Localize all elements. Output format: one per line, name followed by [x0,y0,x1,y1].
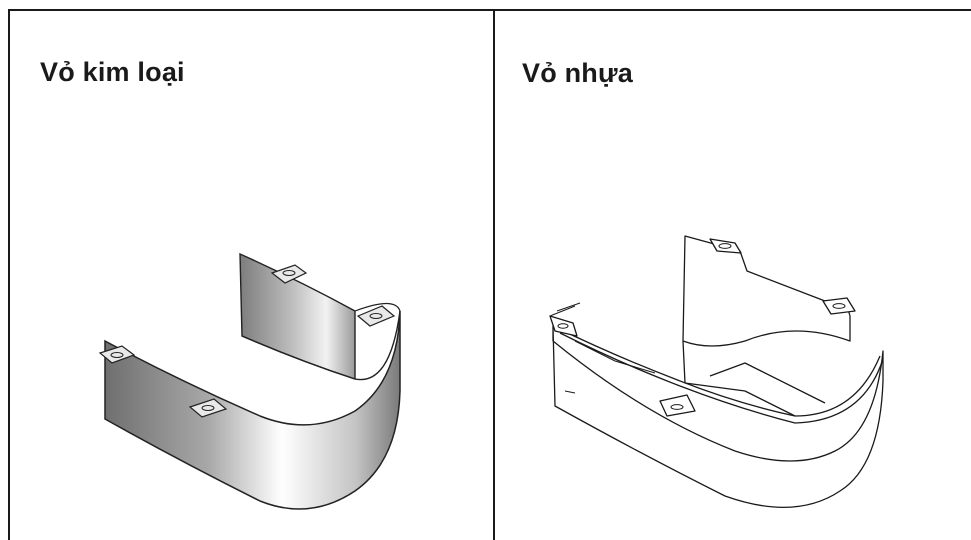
metal-duct-cover-icon [98,252,401,510]
panel-divider [493,9,495,540]
panel-metal-cover: Vỏ kim loại [10,11,493,540]
panel-title-plastic: Vỏ nhựa [522,58,633,88]
comparison-frame [8,9,971,540]
panel-plastic-cover: Vỏ nhựa [495,11,971,540]
plastic-duct-cover-icon [549,235,884,508]
panel-title-metal: Vỏ kim loại [40,57,185,87]
